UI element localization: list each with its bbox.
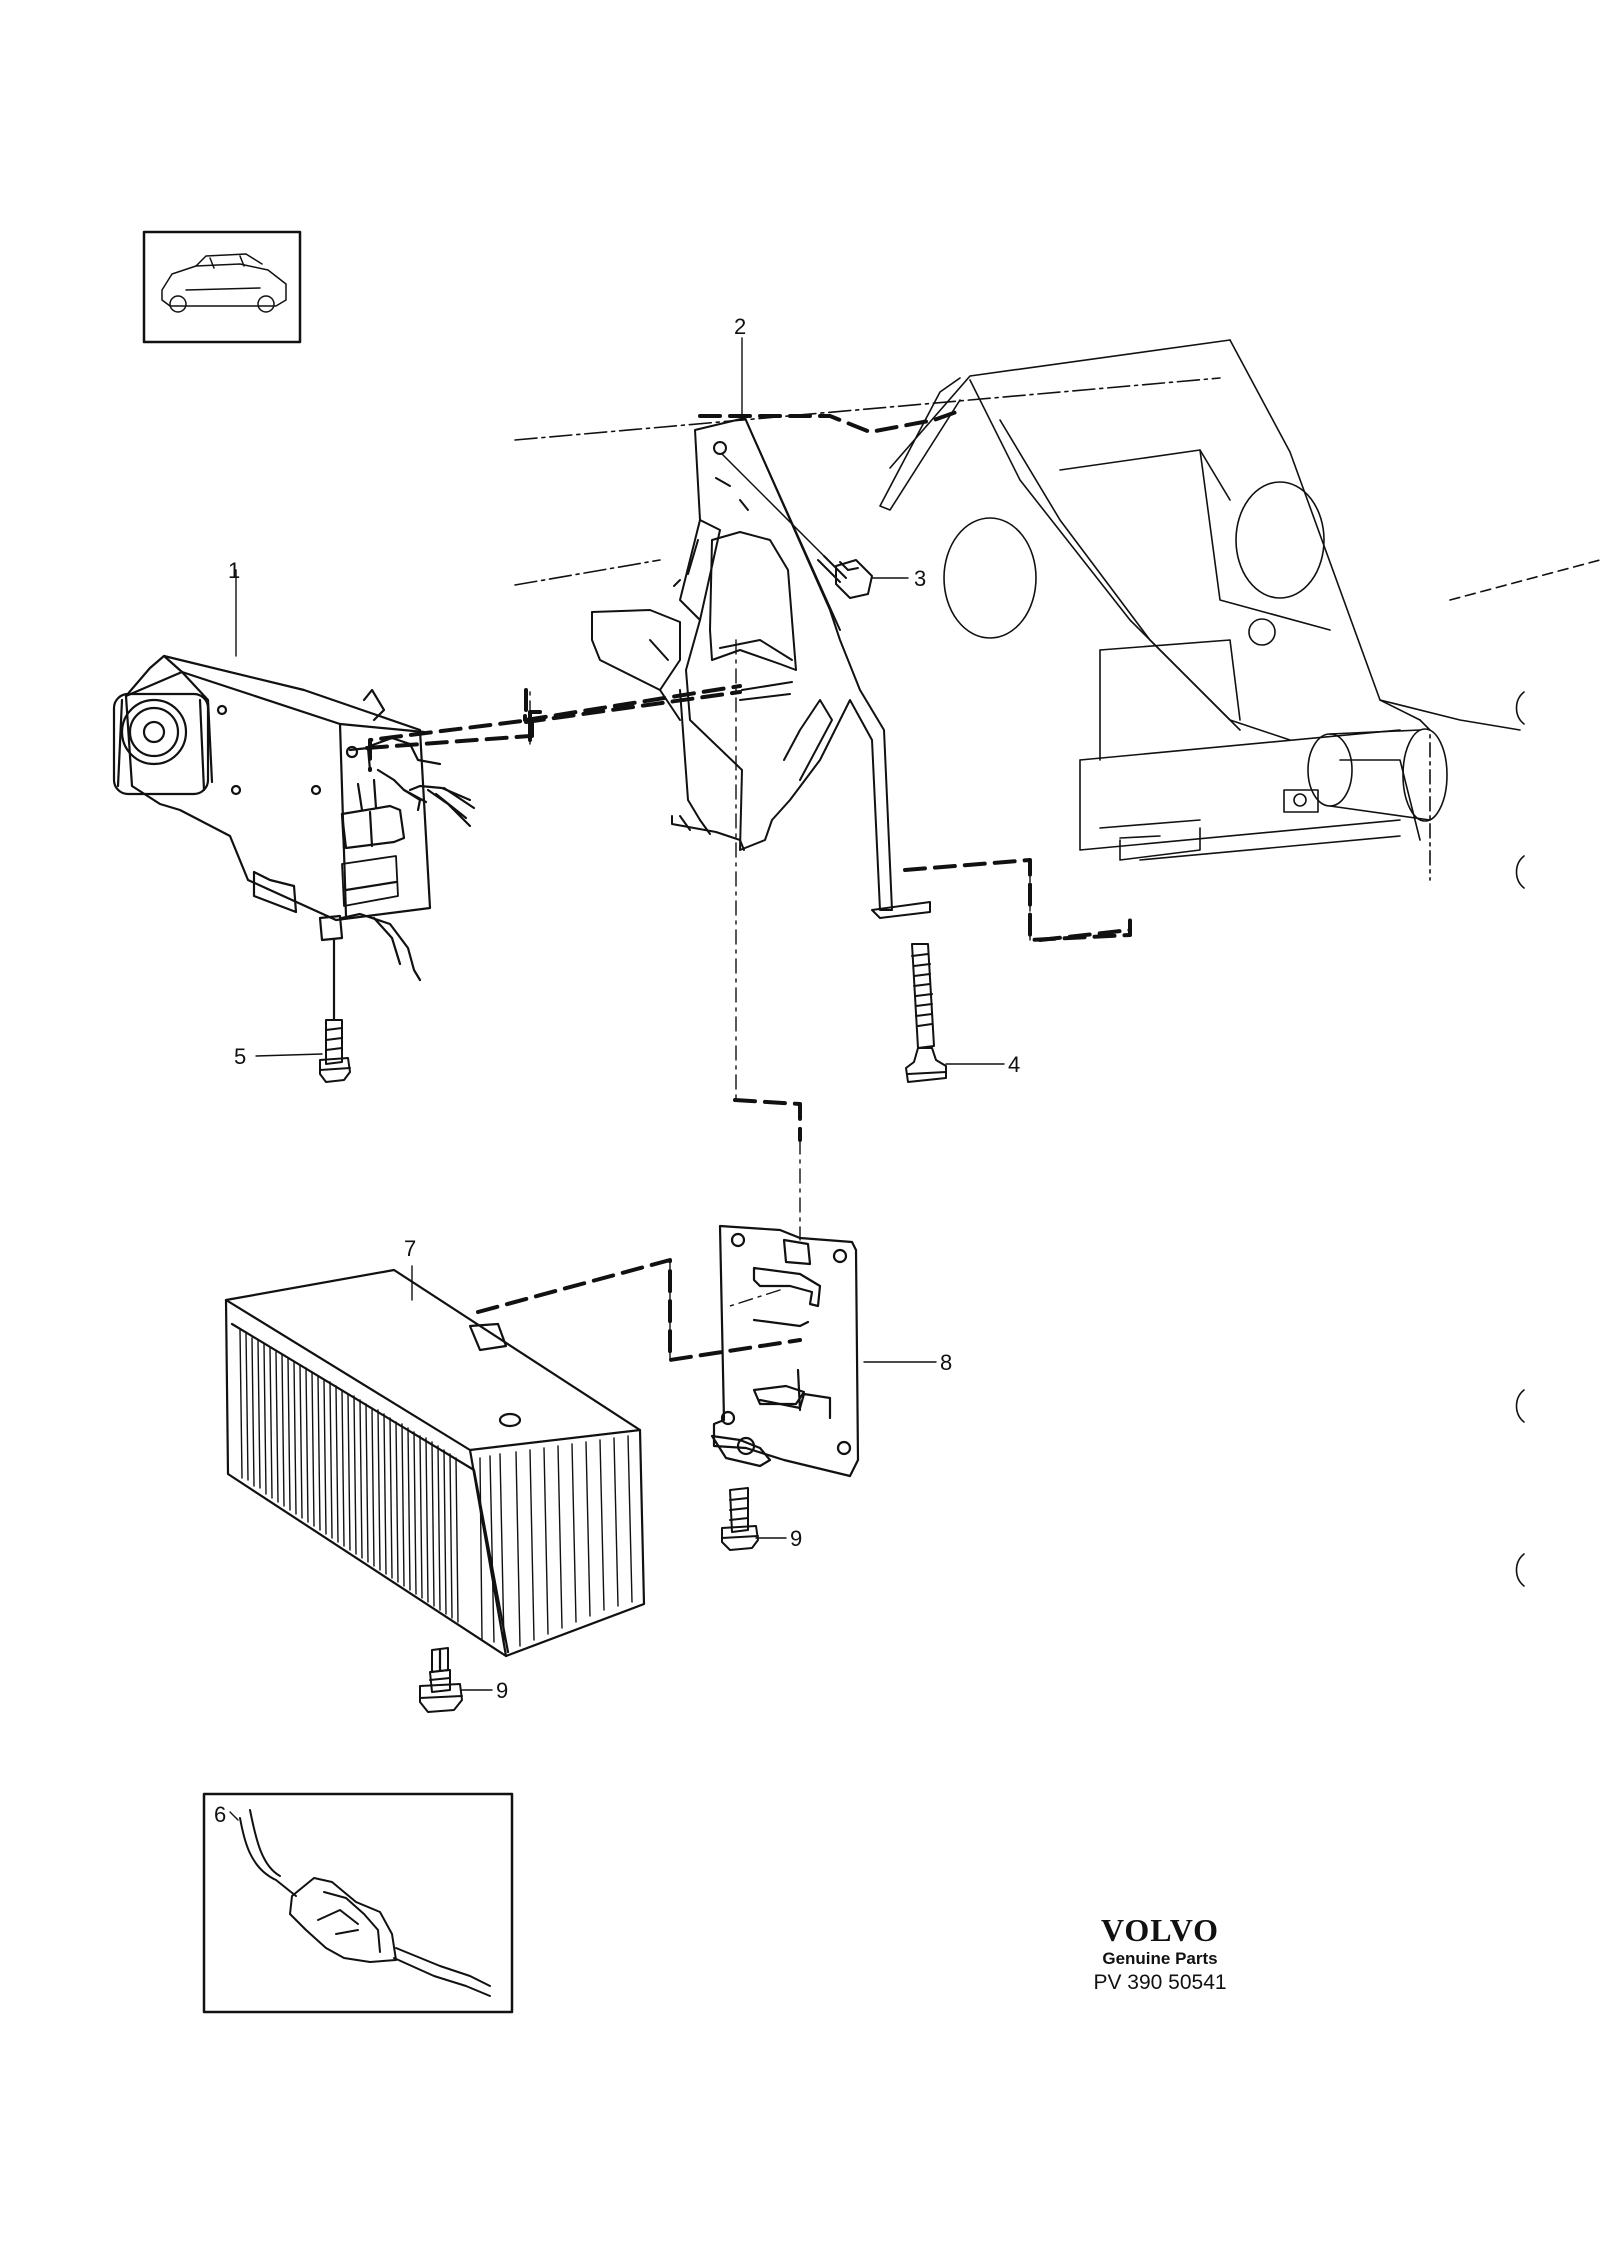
assembly-guide-lines bbox=[365, 408, 1132, 1362]
brand-block: VOLVO Genuine Parts PV 390 50541 bbox=[1060, 1912, 1260, 1996]
bolt-part-4 bbox=[905, 943, 947, 1083]
thin-guide-lines bbox=[529, 639, 1031, 1361]
callout-3: 3 bbox=[914, 566, 926, 591]
diagram-code: PV 390 50541 bbox=[1093, 1971, 1227, 1994]
callout-9-amplifier: 9 bbox=[496, 1678, 508, 1703]
bracket-part-2 bbox=[591, 417, 931, 919]
bolt-part-3 bbox=[721, 453, 873, 599]
bolt-part-9a bbox=[721, 1487, 759, 1551]
callout-leaders bbox=[229, 337, 1005, 1821]
volvo-logo: VOLVO bbox=[1100, 1912, 1220, 1948]
margin-marks bbox=[1515, 691, 1525, 1587]
callout-4: 4 bbox=[1008, 1052, 1020, 1077]
cooling-fins bbox=[239, 1329, 633, 1647]
mounting-plate-part-8 bbox=[710, 1224, 860, 1478]
callout-1: 1 bbox=[228, 558, 240, 583]
callout-8: 8 bbox=[940, 1350, 952, 1375]
inset-box-part-6 bbox=[202, 1792, 514, 2014]
callout-9-plate: 9 bbox=[790, 1526, 802, 1551]
bolt-part-9b bbox=[419, 1647, 463, 1713]
control-module-part-1 bbox=[112, 654, 476, 1022]
car-body-structure bbox=[514, 339, 1600, 881]
callout-5: 5 bbox=[234, 1044, 246, 1069]
vehicle-thumbnail bbox=[142, 230, 302, 344]
car-icon bbox=[161, 253, 287, 313]
callout-labels: 1 2 3 4 5 6 7 8 9 9 bbox=[214, 314, 1020, 1827]
amplifier-unit-part-7 bbox=[224, 1268, 646, 1672]
brand-subtitle: Genuine Parts bbox=[1102, 1949, 1218, 1968]
callout-7: 7 bbox=[404, 1236, 416, 1261]
callout-2: 2 bbox=[734, 314, 746, 339]
callout-6: 6 bbox=[214, 1802, 226, 1827]
bolt-part-5 bbox=[319, 1019, 351, 1083]
cable-connector-icon bbox=[239, 1809, 491, 1997]
